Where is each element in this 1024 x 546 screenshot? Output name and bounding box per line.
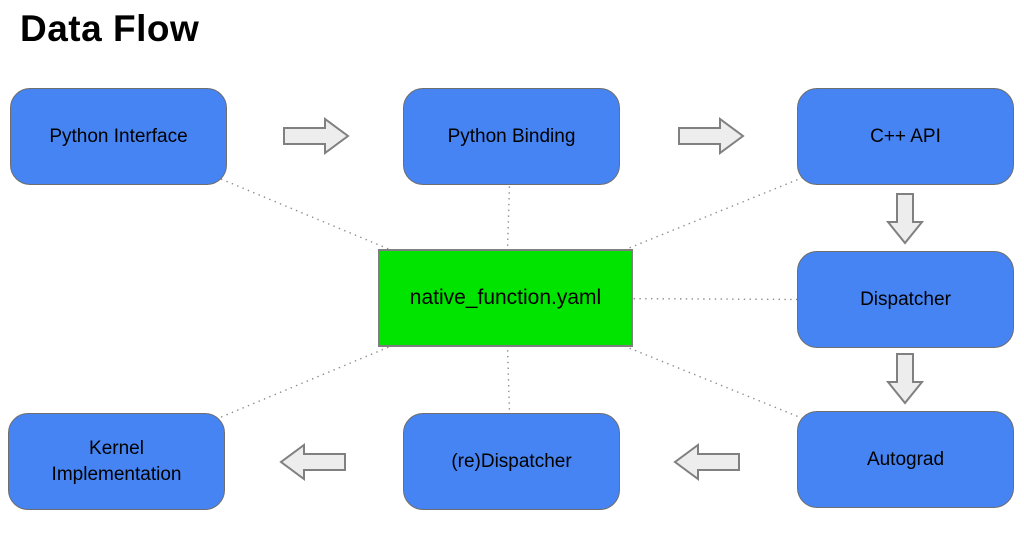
node-native-function-yaml-label: native_function.yaml bbox=[409, 286, 602, 309]
node-kernel-implementation: Kernel Implementation bbox=[8, 413, 225, 510]
node-dispatcher: Dispatcher bbox=[797, 251, 1014, 348]
node-re-dispatcher-label: (re)Dispatcher bbox=[451, 450, 572, 472]
node-python-interface-label: Python Interface bbox=[49, 125, 188, 147]
arrow-left-icon bbox=[673, 443, 740, 481]
page-title: Data Flow bbox=[20, 8, 200, 49]
node-cpp-api: C++ API bbox=[797, 88, 1014, 185]
connector-line-autograd bbox=[505, 297, 906, 461]
connector-line-re-dispatcher bbox=[505, 297, 512, 462]
node-autograd: Autograd bbox=[797, 411, 1014, 508]
node-dispatcher-label: Dispatcher bbox=[860, 288, 951, 310]
node-kernel-implementation-label: Kernel Implementation bbox=[51, 437, 182, 485]
node-re-dispatcher: (re)Dispatcher bbox=[403, 413, 620, 510]
arrow-down-icon bbox=[886, 353, 924, 405]
arrow-down-icon bbox=[886, 193, 924, 245]
node-python-binding: Python Binding bbox=[403, 88, 620, 185]
arrow-right-icon bbox=[678, 117, 745, 155]
node-cpp-api-label: C++ API bbox=[870, 125, 941, 147]
node-python-binding-label: Python Binding bbox=[447, 125, 576, 147]
node-python-interface: Python Interface bbox=[10, 88, 227, 185]
connector-line-cpp-api bbox=[505, 135, 906, 299]
arrow-left-icon bbox=[279, 443, 346, 481]
node-autograd-label: Autograd bbox=[866, 448, 945, 470]
arrow-right-icon bbox=[283, 117, 350, 155]
node-native-function-yaml: native_function.yaml bbox=[378, 249, 633, 347]
